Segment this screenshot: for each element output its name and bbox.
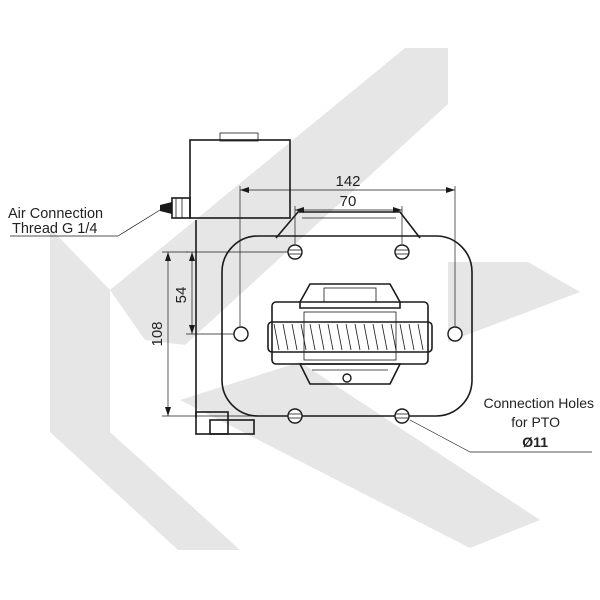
gear-tooth — [300, 323, 307, 351]
gear-tooth — [381, 323, 388, 351]
hole-mid-right — [447, 326, 463, 342]
dimension-54: 54 — [173, 251, 288, 335]
gear-tooth — [390, 323, 397, 351]
watermark-diagonal-lower — [180, 362, 540, 548]
watermark-logo — [50, 48, 580, 550]
air-fitting-nozzle — [160, 202, 172, 214]
connection-holes-diameter: Ø11 — [522, 434, 548, 450]
cylinder-side-body — [195, 220, 255, 435]
dimension-142-label: 142 — [335, 173, 360, 190]
hole-bottom-right — [394, 408, 410, 424]
dimension-108: 108 — [149, 251, 288, 417]
mounting-plate — [221, 235, 473, 417]
gear-tooth — [309, 323, 316, 351]
gear-assembly — [267, 283, 433, 385]
air-fitting — [171, 197, 191, 219]
dimension-70-label: 70 — [340, 193, 357, 210]
hole-bottom-left — [287, 408, 303, 424]
gear-tooth — [417, 323, 424, 351]
gear-tooth — [363, 323, 370, 351]
gear-lower-bolt — [342, 373, 352, 383]
dimension-54-label: 54 — [173, 287, 190, 304]
connection-holes-label-line2: for PTO — [511, 414, 560, 430]
gear-tooth — [372, 323, 379, 351]
gear-tooth — [273, 323, 280, 351]
gear-tooth — [336, 323, 343, 351]
dimension-142: 142 — [239, 173, 456, 326]
gear-tooth — [318, 323, 325, 351]
gear-tooth — [282, 323, 289, 351]
air-connection-label-line2: Thread G 1/4 — [12, 221, 97, 237]
watermark-right-wing — [448, 262, 580, 342]
gear-tooth — [327, 323, 334, 351]
gear-teeth — [273, 323, 424, 351]
connection-holes-label-line1: Connection Holes — [483, 395, 594, 411]
hole-top-right — [394, 244, 410, 260]
watermark-left-bar — [50, 228, 240, 550]
hole-top-left — [287, 244, 303, 260]
dimension-108-label: 108 — [149, 321, 166, 346]
hole-mid-left — [233, 326, 249, 342]
dimension-70: 70 — [294, 193, 403, 244]
watermark-diagonal-upper — [110, 48, 448, 345]
top-bracket — [275, 211, 421, 239]
air-connection-label-line1: Air Connection — [8, 206, 103, 222]
gear-tooth — [408, 323, 415, 351]
connection-holes — [233, 244, 463, 424]
gear-tooth — [354, 323, 361, 351]
gear-tooth — [291, 323, 298, 351]
air-connection-callout: Air Connection Thread G 1/4 — [8, 206, 161, 237]
connection-holes-callout: Connection Holes for PTO Ø11 — [409, 395, 594, 453]
gear-tooth — [345, 323, 352, 351]
gear-tooth — [399, 323, 406, 351]
